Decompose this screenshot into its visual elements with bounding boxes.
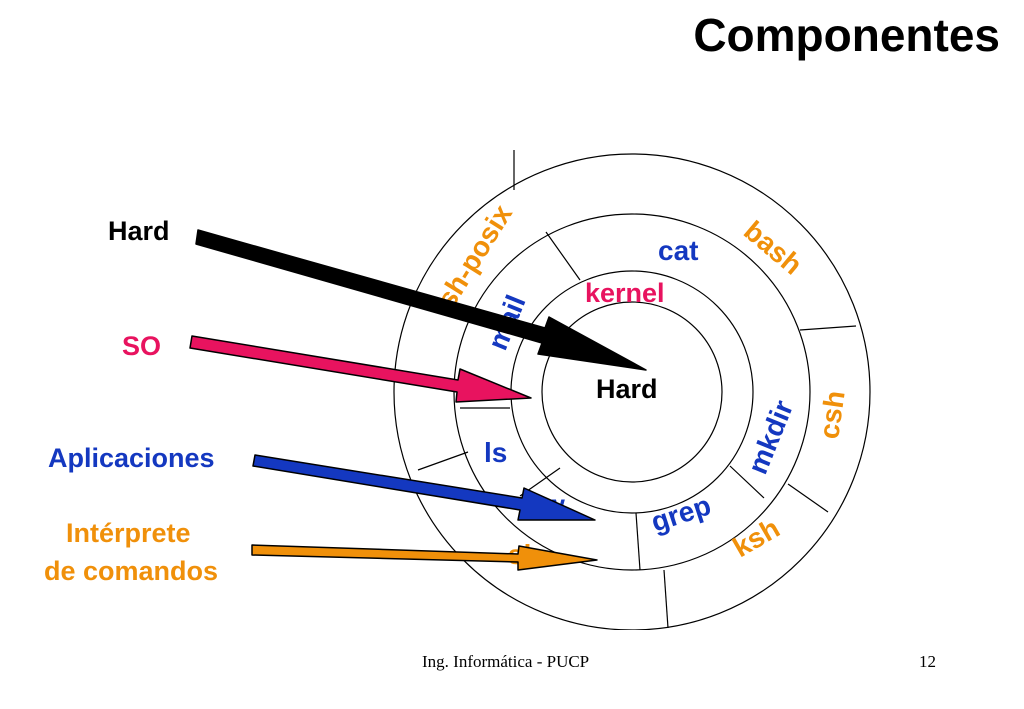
arrow-so	[189, 335, 532, 403]
label-interprete: Intérprete	[66, 518, 191, 548]
app-separator	[545, 231, 581, 281]
label-hard: Hard	[108, 216, 170, 246]
shell-ring-outer	[393, 153, 871, 630]
arrow-apps	[252, 454, 596, 521]
shell-label-csh: csh	[813, 389, 850, 441]
footer-page-number: 12	[919, 652, 936, 671]
shell-separator	[663, 569, 669, 629]
app-separator	[729, 465, 765, 499]
label-de-comandos: de comandos	[44, 556, 218, 586]
core-label: Hard	[596, 374, 658, 404]
kernel-label: kernel	[585, 278, 665, 308]
app-label-ls: ls	[484, 437, 507, 468]
shell-separator	[799, 325, 857, 331]
arrow-shell	[251, 544, 598, 571]
shell-label-ksh: ksh	[728, 512, 785, 563]
shell-separator	[417, 451, 469, 471]
label-so: SO	[122, 331, 161, 361]
app-label-mkdir: mkdir	[742, 396, 799, 478]
arrow-hard	[195, 229, 647, 371]
label-aplicaciones: Aplicaciones	[48, 443, 215, 473]
legend-labels: Hard SO Aplicaciones Intérprete de coman…	[44, 216, 218, 586]
app-label-cat: cat	[658, 235, 698, 266]
slide-title: Componentes	[693, 9, 1000, 61]
shell-separator	[787, 483, 829, 513]
hard-core-circle	[541, 301, 723, 483]
app-separator	[635, 512, 641, 571]
arrows	[189, 229, 647, 571]
shell-label-bash: bash	[738, 215, 808, 281]
app-label-grep: grep	[647, 489, 714, 537]
footer-institution: Ing. Informática - PUCP	[422, 652, 590, 671]
